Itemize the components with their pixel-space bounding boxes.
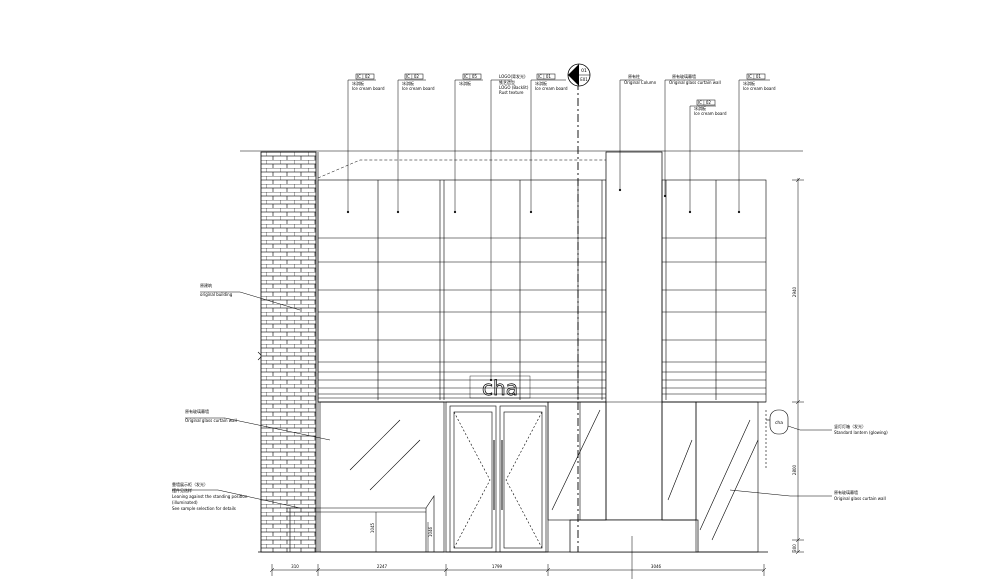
tag5-cn: 冰淇板	[535, 80, 547, 86]
tag4-extra-en: Rust texture	[499, 90, 524, 95]
tag5-code: IC | 01	[538, 74, 551, 79]
small-dim-texts: 1045 1046	[370, 522, 433, 537]
display-cabinet	[286, 495, 435, 552]
tag4-cn: LOGO(背发光)	[499, 73, 526, 79]
glass-left-cn: 原有玻璃幕墙	[185, 408, 209, 414]
bottom-dimensions	[269, 536, 767, 579]
right-facade	[661, 179, 767, 403]
ceiling-dashed	[317, 151, 636, 179]
building-cn: 原建筑	[200, 282, 212, 288]
brick-wall	[260, 151, 319, 553]
dim-bottom-4: 3046	[651, 564, 662, 569]
tag2-code: IC | 02	[406, 74, 419, 79]
side-leaders	[172, 291, 832, 509]
tag7-cn: 原有玻璃幕墙	[672, 73, 696, 79]
tag1-code: IC | 02	[357, 74, 370, 79]
logo: cha	[469, 376, 531, 400]
dim-small-2: 1046	[428, 526, 433, 537]
section-line: 01 E01	[567, 63, 591, 552]
dim-right-1: 2940	[792, 286, 797, 297]
building-en: original building	[200, 292, 233, 297]
tag6-cn: 原有柱	[628, 73, 640, 79]
side-label-texts: 原建筑 original building 原有玻璃幕墙 Original gl…	[172, 282, 888, 511]
tag6-en: Original Column	[624, 80, 657, 85]
top-tag-texts: IC | 02 冰淇板 Ice cream board IC | 02 冰淇板 …	[352, 73, 776, 116]
lantern-en: Standard lantern (glowing)	[834, 430, 888, 435]
tag4-en: LOGO (Backlit)	[499, 85, 529, 90]
tag5-en: Ice cream board	[535, 86, 568, 91]
tag9-cn: 冰淇板	[743, 80, 755, 86]
tag3-cn: 冰淇板	[459, 80, 471, 86]
tag1-en: Ice cream board	[352, 86, 385, 91]
tag2-cn: 冰淇板	[402, 80, 414, 86]
tag9-code: IC | 01	[748, 74, 761, 79]
leaning-cn2: 摆件见选样	[172, 487, 192, 493]
tag3-code: IC | 05	[464, 74, 477, 79]
tag7-en: Original glass curtain wall	[669, 80, 721, 85]
dim-bottom-2: 2247	[377, 564, 388, 569]
lantern: cha	[765, 409, 789, 470]
lantern-logo-text: cha	[775, 420, 783, 426]
tag1-cn: 冰淇板	[352, 80, 364, 86]
section-number: 01	[581, 68, 587, 74]
tag8-en: Ice cream board	[694, 111, 727, 116]
tag4-extra-cn: 铁艺造型	[499, 79, 515, 85]
tag8-cn: 冰淇板	[694, 105, 706, 111]
glass-right-cn: 原有玻璃幕墙	[834, 489, 858, 495]
right-dim-texts: 2940 2800 300	[792, 286, 797, 551]
leaning-en3: See sample selection for details	[172, 506, 236, 511]
base-lines	[240, 150, 803, 553]
logo-text: cha	[482, 376, 518, 400]
top-tags	[346, 73, 770, 382]
dim-bottom-1: 310	[291, 564, 299, 569]
tag8-code: IC | 02	[698, 100, 711, 105]
bottom-dim-texts: 310 2247 1799 3046	[291, 564, 661, 569]
original-column	[569, 151, 699, 553]
dim-small-1: 1045	[370, 522, 375, 533]
leaning-en2: (illuminated)	[172, 500, 198, 505]
leaning-cn: 靠墙展示柜（发光）	[172, 481, 208, 487]
small-dimensions	[375, 512, 429, 552]
dim-right-3: 300	[792, 544, 797, 552]
tag2-en: Ice cream board	[402, 86, 435, 91]
entrance-doors	[445, 401, 549, 553]
left-facade	[317, 179, 607, 403]
glass-right-en: Original glass curtain wall	[834, 496, 886, 501]
right-dimensions	[792, 177, 804, 555]
lantern-cn: 竖灯灯箱（发光）	[834, 423, 866, 429]
glass-left-en: Original glass curtain wall	[185, 418, 237, 423]
dim-bottom-3: 1799	[492, 564, 503, 569]
leaning-en: Leaning against the standing position	[172, 494, 248, 499]
section-sheet: E01	[580, 77, 588, 82]
dim-right-2: 2800	[792, 464, 797, 475]
tag9-en: Ice cream board	[743, 86, 776, 91]
